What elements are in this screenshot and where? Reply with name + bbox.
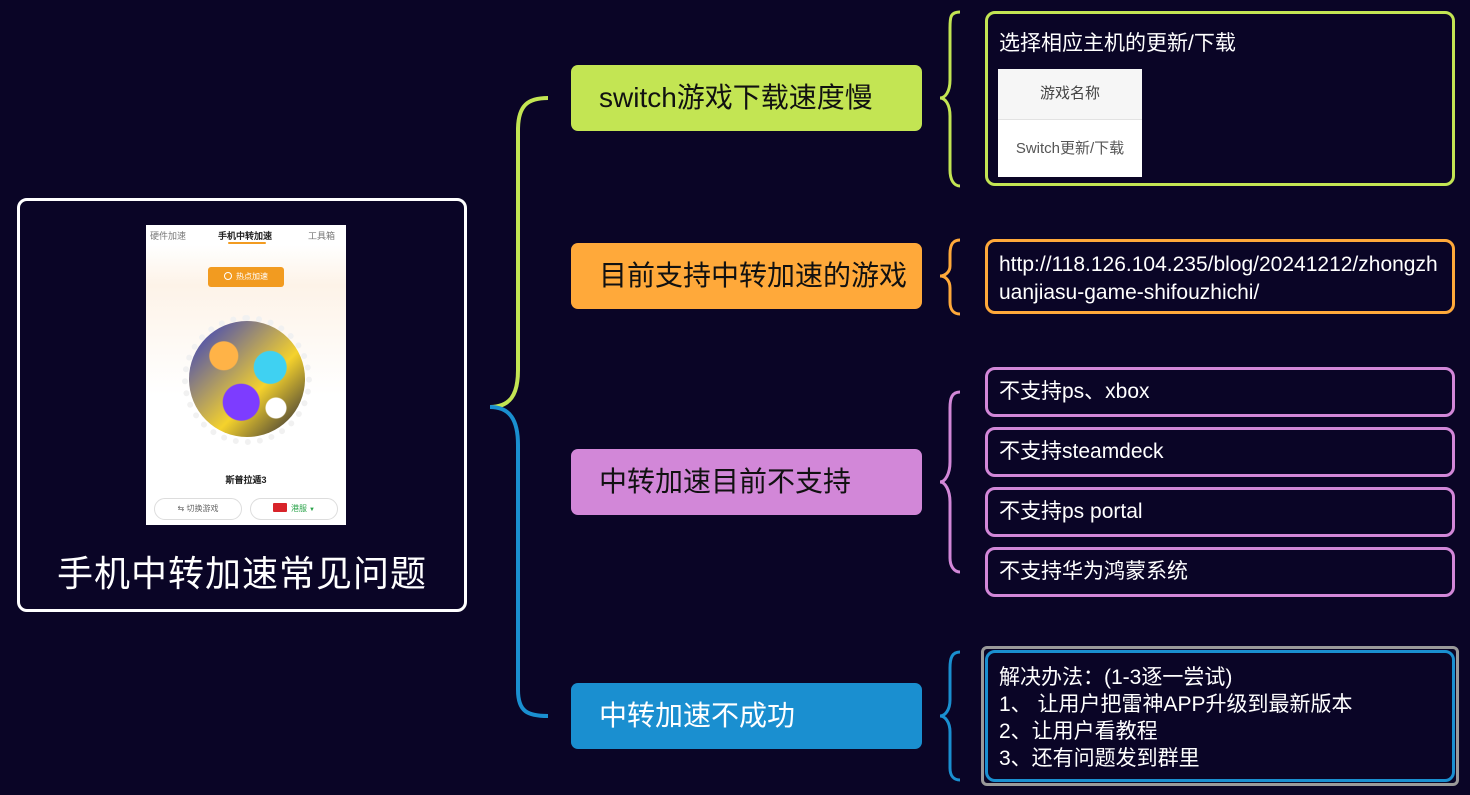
brace-3	[939, 390, 961, 574]
hotspot-button-label: 热点加速	[236, 272, 268, 281]
brace-1	[939, 10, 961, 188]
solution-line: 3、还有问题发到群里	[999, 747, 1200, 770]
app-screenshot: 硬件加速 手机中转加速 工具箱 热点加速 斯普拉遁3 ⇆ 切换游戏 港服▼	[146, 225, 346, 525]
table-divider	[998, 119, 1142, 120]
hotspot-button: 热点加速	[208, 267, 284, 287]
detail-switch-download: 选择相应主机的更新/下载 游戏名称 Switch更新/下载	[985, 11, 1455, 186]
selection-outline	[981, 646, 1459, 786]
app-tab-bar: 硬件加速 手机中转加速 工具箱	[146, 225, 346, 245]
solution-line: 解决办法：(1-3逐一尝试)	[999, 666, 1233, 689]
detail-supported-games-link[interactable]: http://118.126.104.235/blog/20241212/zho…	[985, 239, 1455, 314]
detail-solution: 解决办法：(1-3逐一尝试) 1、 让用户把雷神APP升级到最新版本 2、让用户…	[985, 650, 1455, 782]
brace-4	[939, 650, 961, 782]
brace-2	[939, 238, 961, 316]
unsupported-item: 不支持ps、xbox	[985, 367, 1455, 417]
tab-hardware: 硬件加速	[150, 231, 187, 241]
main-brace-lower	[489, 405, 549, 718]
solution-line: 2、让用户看教程	[999, 720, 1158, 743]
branch-switch-download-slow: switch游戏下载速度慢	[571, 65, 922, 131]
unsupported-item: 不支持华为鸿蒙系统	[985, 547, 1455, 597]
game-cover-image	[189, 321, 305, 437]
main-brace-upper	[489, 96, 549, 409]
game-name: 斯普拉遁3	[225, 475, 267, 485]
unsupported-item: 不支持steamdeck	[985, 427, 1455, 477]
tab-mobile-relay: 手机中转加速	[218, 231, 273, 241]
branch-relay-failed: 中转加速不成功	[571, 683, 922, 749]
progress-ring	[182, 315, 312, 445]
game-option-table: 游戏名称 Switch更新/下载	[998, 69, 1142, 177]
solution-line: 1、 让用户把雷神APP升级到最新版本	[999, 693, 1353, 716]
detail-switch-download-title: 选择相应主机的更新/下载	[999, 32, 1236, 55]
region-button: 港服▼	[250, 498, 338, 520]
branch-supported-games: 目前支持中转加速的游戏	[571, 243, 922, 309]
branch-not-supported: 中转加速目前不支持	[571, 449, 922, 515]
active-tab-indicator	[228, 242, 266, 244]
table-header: 游戏名称	[998, 69, 1142, 119]
pin-icon	[224, 272, 232, 280]
caret-down-icon: ▼	[309, 507, 315, 513]
flag-icon	[273, 503, 288, 512]
switch-game-button: ⇆ 切换游戏	[154, 498, 242, 520]
root-title: 手机中转加速常见问题	[56, 553, 427, 594]
table-cell: Switch更新/下载	[1015, 140, 1125, 157]
root-node: 硬件加速 手机中转加速 工具箱 热点加速 斯普拉遁3 ⇆ 切换游戏 港服▼ 手机…	[17, 198, 467, 612]
swap-icon: ⇆	[177, 504, 187, 513]
tab-toolbox: 工具箱	[308, 231, 336, 241]
unsupported-item: 不支持ps portal	[985, 487, 1455, 537]
switch-game-label: 切换游戏	[186, 504, 219, 513]
region-label: 港服	[291, 504, 308, 513]
